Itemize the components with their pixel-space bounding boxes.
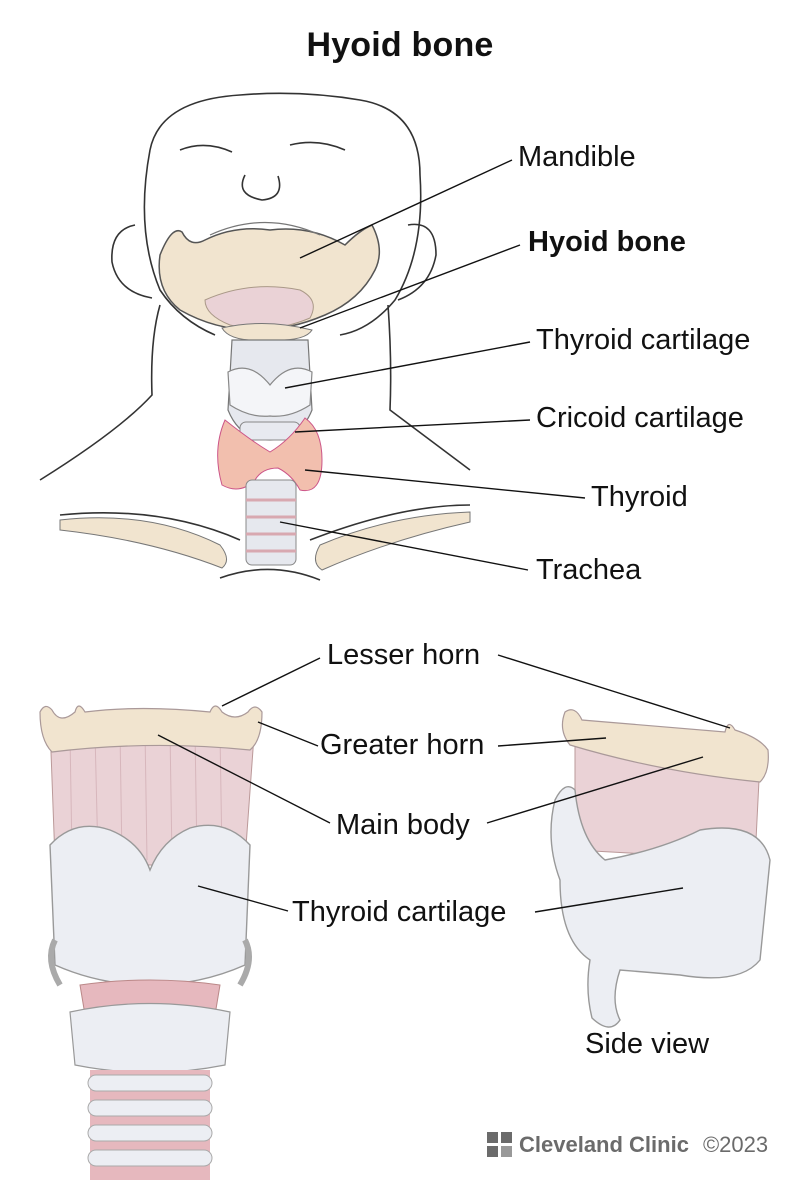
left-clavicle bbox=[59, 517, 227, 569]
label-cricoid-cartilage: Cricoid cartilage bbox=[536, 402, 744, 434]
cleveland-clinic-logo-icon bbox=[487, 1132, 513, 1158]
hyoid-bone-side bbox=[561, 709, 769, 783]
cleveland-clinic-credit: Cleveland Clinic ©2023 bbox=[487, 1130, 768, 1160]
bottom-leader-lines bbox=[157, 654, 731, 913]
thyroid-cartilage-top bbox=[227, 367, 313, 417]
label-thyroid-cartilage-bottom: Thyroid cartilage bbox=[292, 896, 507, 928]
copyright-text: ©2023 bbox=[702, 1132, 769, 1157]
label-side-view: Side view bbox=[585, 1028, 710, 1060]
hyoid-bone-front bbox=[39, 705, 263, 753]
label-lesser-horn: Lesser horn bbox=[327, 639, 481, 671]
label-trachea: Trachea bbox=[536, 554, 642, 586]
page-title: Hyoid bone bbox=[306, 26, 494, 64]
floor-of-mouth-muscle bbox=[204, 286, 314, 330]
cricoid-front bbox=[69, 1002, 231, 1074]
top-leader-lines bbox=[279, 159, 586, 571]
trachea-front bbox=[87, 1070, 213, 1180]
thyroid-gland bbox=[217, 417, 323, 492]
right-clavicle bbox=[315, 511, 471, 571]
label-hyoid-bone: Hyoid bone bbox=[528, 226, 686, 258]
label-thyroid: Thyroid bbox=[591, 481, 688, 513]
label-greater-horn: Greater horn bbox=[320, 729, 485, 761]
trachea-rings bbox=[245, 479, 297, 566]
label-main-body: Main body bbox=[336, 809, 470, 841]
label-mandible: Mandible bbox=[518, 141, 636, 173]
logo-text: Cleveland Clinic bbox=[519, 1132, 689, 1157]
thyroid-cartilage-side bbox=[550, 786, 771, 1028]
label-thyroid-cartilage-top: Thyroid cartilage bbox=[536, 324, 751, 356]
side-view-larynx bbox=[550, 709, 771, 1028]
hyoid-bone-top bbox=[221, 323, 313, 341]
front-view-larynx bbox=[39, 705, 263, 1180]
